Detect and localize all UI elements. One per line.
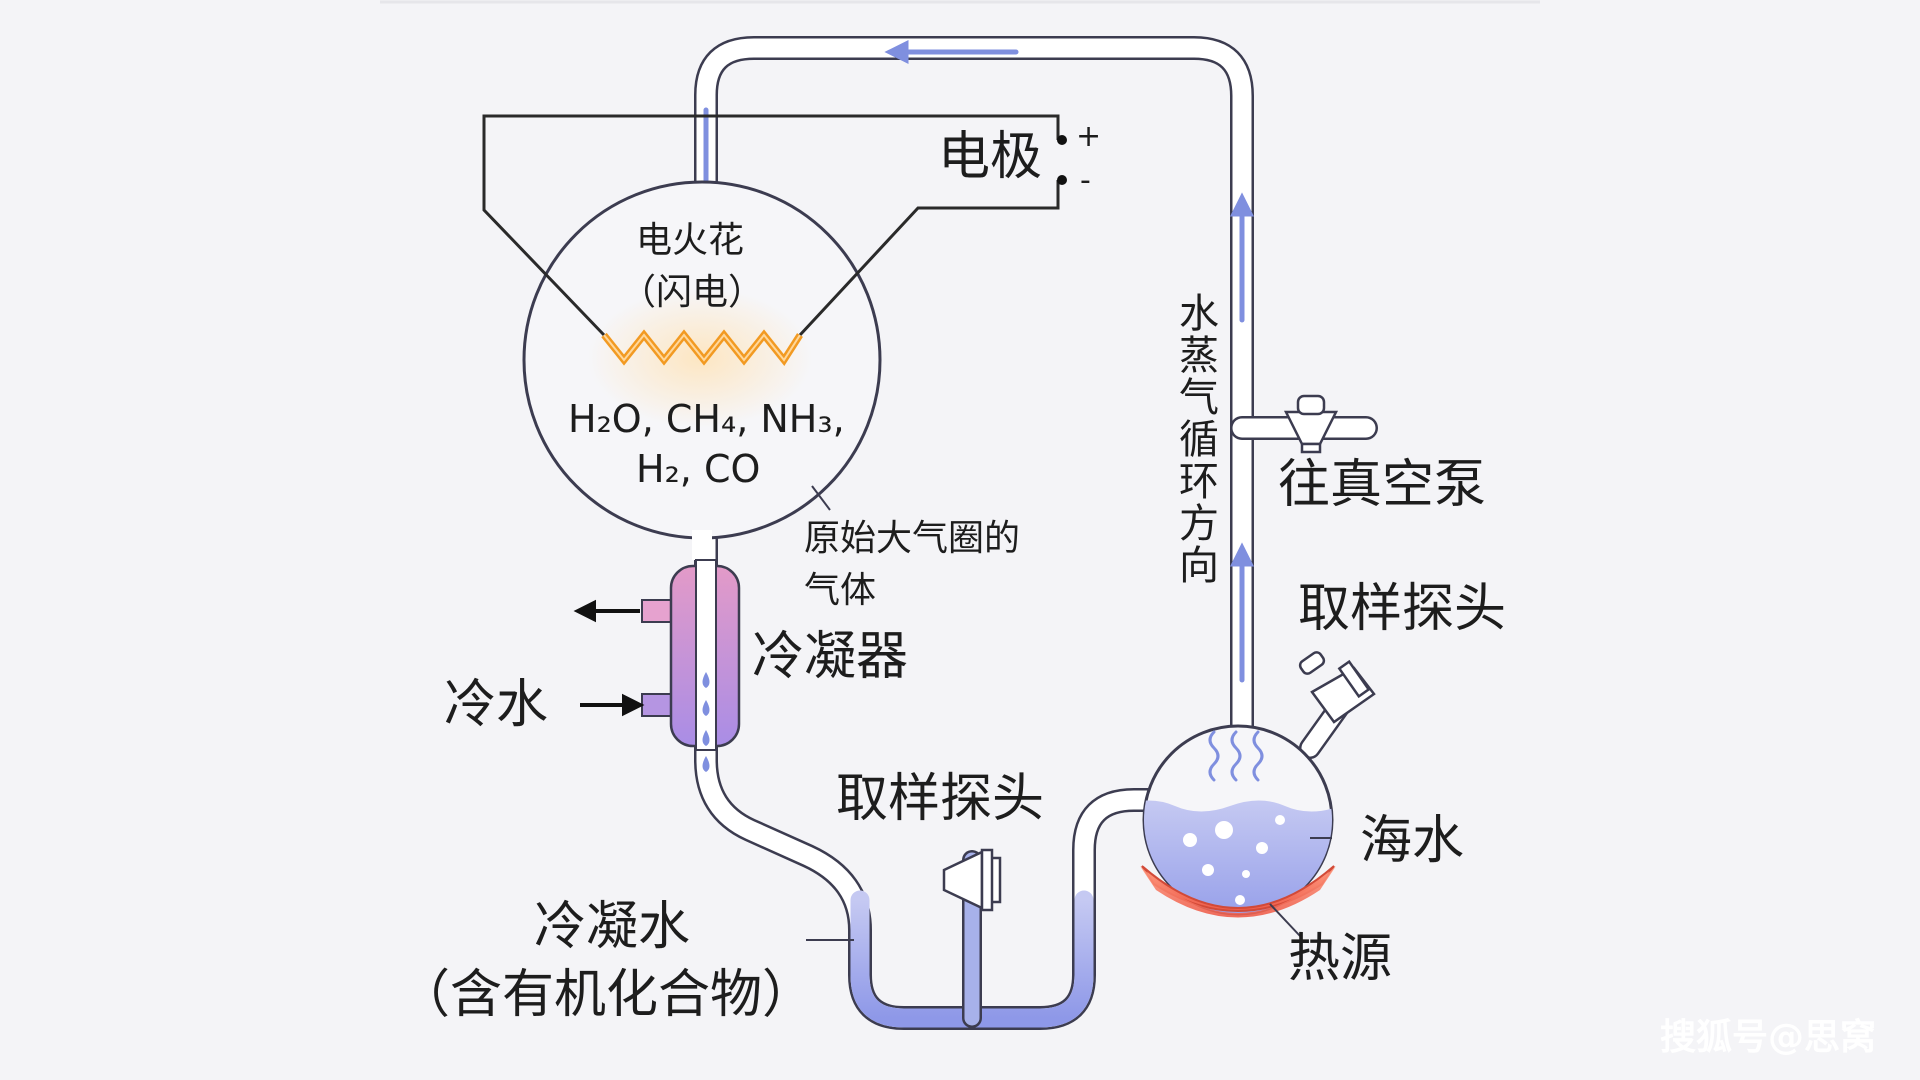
- leader-lines: [806, 485, 1332, 941]
- vapor-direction-label: 水蒸气循环方向: [1172, 292, 1218, 586]
- cold-water-label: 冷水: [444, 675, 549, 735]
- vacuum-pump-label: 往真空泵: [1278, 455, 1487, 515]
- electrode-label: 电极: [938, 127, 1043, 187]
- vacuum-pump-valve: [1283, 394, 1339, 454]
- organic-compounds-label: （含有机化合物）: [398, 965, 815, 1025]
- condenser-label: 冷凝器: [752, 627, 909, 687]
- electrode-wires: [482, 114, 1060, 337]
- primitive-atmosphere-label: 原始大气圈的: [804, 518, 1021, 559]
- gases-formula-line1: H₂O, CH₄, NH₃,: [568, 397, 845, 441]
- primitive-atmosphere-label-2: 气体: [804, 570, 877, 611]
- electrode-minus: -: [1080, 163, 1091, 198]
- heat-source-label: 热源: [1288, 929, 1393, 989]
- sampling-probe-bottom-label: 取样探头: [836, 769, 1045, 829]
- glass-tube-loop: [694, 36, 1378, 1030]
- electrode-plus: +: [1076, 119, 1102, 154]
- lightning-label: （闪电）: [620, 272, 765, 313]
- cold-water-arrows: [573, 599, 645, 717]
- watermark: 搜狐号@思窝: [1659, 1017, 1876, 1058]
- spark-label: 电火花: [636, 220, 745, 261]
- sampling-probe-bottom-device: [942, 848, 1002, 912]
- condensed-water-label: 冷凝水: [534, 897, 691, 957]
- gases-formula-line2: H₂, CO: [636, 447, 761, 491]
- condenser: [641, 559, 741, 772]
- heat-source-element: [1141, 865, 1335, 912]
- sampling-probe-top-device: [1298, 651, 1376, 724]
- seawater-label: 海水: [1360, 811, 1465, 871]
- sampling-probe-top-label: 取样探头: [1298, 579, 1507, 639]
- electrode-terminals: [1057, 135, 1067, 185]
